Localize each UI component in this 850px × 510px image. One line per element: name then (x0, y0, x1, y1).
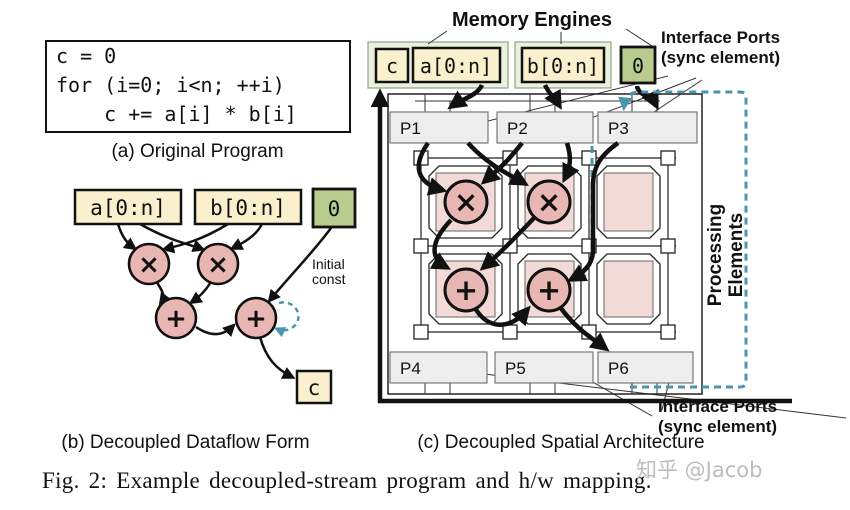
port-p4 (389, 351, 488, 384)
arrow-p3-to-add2 (567, 141, 620, 282)
mapped-dataflow-arrows (416, 83, 659, 352)
add1-op: + (165, 304, 187, 334)
add2-op: + (245, 304, 267, 334)
mem-zero-label: 0 (632, 54, 644, 78)
interface-ports-label-top: Interface Ports (sync element) (661, 28, 780, 68)
edge-b-to-mul1 (161, 222, 229, 254)
const-zero-label: 0 (328, 197, 341, 221)
edge-mul2-to-add1 (188, 281, 213, 305)
port-p6-label: P6 (608, 359, 629, 378)
pe-add2-op: + (537, 273, 561, 307)
arrow-b-to-p2 (542, 84, 562, 110)
stream-b-node (193, 188, 303, 226)
memory-engines-title: Memory Engines (452, 9, 613, 31)
pe-mul2-op: × (537, 185, 561, 219)
port-p5-label: P5 (505, 359, 526, 378)
edge-a-to-mul1 (116, 223, 138, 251)
arrow-add2-to-p6 (558, 305, 610, 352)
output-c-node (295, 369, 333, 405)
interface-ports-label-bottom: Interface Ports (sync element) (658, 397, 777, 437)
edge-b-to-mul2 (229, 223, 264, 250)
port-p4-label: P4 (400, 359, 421, 378)
port-p3-label: P3 (608, 119, 629, 138)
port-p2-label: P2 (507, 119, 528, 138)
pe-tile (596, 253, 661, 325)
arrow-add1-to-add2 (473, 305, 531, 327)
dataflow-graph: a[0:n] b[0:n] 0 × × + + c (73, 187, 357, 405)
arrow-a-to-p1 (447, 83, 485, 110)
edge-add1-to-add2 (195, 323, 236, 338)
pe-tile (596, 165, 661, 239)
mul2-node (196, 242, 240, 286)
label-line: (sync element) (661, 48, 781, 67)
annotation-line: Initial (312, 256, 345, 272)
figure-caption: Fig. 2: Example decoupled-stream program… (42, 468, 652, 493)
processing-elements-label: Processing Elements (705, 175, 749, 335)
output-c-label: c (308, 376, 321, 400)
add2-node (234, 296, 278, 340)
edge-zero-to-add2 (267, 227, 333, 304)
arrow-p1-to-mul1 (416, 141, 448, 196)
pe-mul2 (526, 179, 572, 225)
code-line: c = 0 (56, 44, 117, 68)
port-p3 (597, 111, 698, 144)
label-line: Interface Ports (661, 28, 781, 47)
edge-mul1-to-add1 (156, 280, 163, 303)
interface-ports: P1 P2 P3 P4 P5 P6 (389, 111, 698, 384)
pe-mul1-op: × (454, 185, 478, 219)
edge-add2-to-c (258, 336, 296, 379)
label-line: Elements (726, 212, 747, 298)
arrow-zero-to-p3 (634, 85, 659, 111)
mem-a-label: a[0:n] (420, 54, 492, 78)
pe-add1-op: + (454, 273, 478, 307)
sync-dashed-loop-arrow (618, 90, 748, 389)
self-loop-dashed-arrow (273, 301, 300, 338)
arrow-p2-to-mul2 (562, 142, 580, 184)
arrow-mul2-to-add1 (479, 216, 536, 271)
port-p1-label: P1 (400, 119, 421, 138)
pe-mul1 (443, 179, 489, 225)
add1-node (154, 296, 198, 340)
edge-a-to-mul2 (139, 222, 206, 253)
port-p5 (494, 351, 594, 384)
mul2-op: × (207, 250, 229, 280)
result-return-bus-arrow (370, 88, 792, 404)
code-line: c += a[i] * b[i] (56, 102, 297, 126)
port-p6 (597, 351, 694, 384)
mem-b-box (520, 46, 606, 84)
initial-const-annotation: Initial const (312, 257, 345, 287)
mem-zero-box (619, 45, 657, 85)
mem-b-label: b[0:n] (527, 54, 599, 78)
stream-b-label: b[0:n] (210, 196, 286, 220)
mul1-node (127, 242, 171, 286)
arrow-p2-to-mul1 (480, 141, 524, 185)
mem-c-box (374, 47, 410, 84)
arrow-mul1-to-add1 (429, 218, 453, 270)
const-zero-node (311, 187, 357, 229)
port-p1 (389, 111, 489, 144)
stream-a-label: a[0:n] (90, 196, 166, 220)
code-line: for (i=0; i<n; ++i) (56, 73, 285, 97)
annotation-line: const (312, 271, 346, 287)
spatial-architecture: P1 P2 P3 P4 P5 P6 c a[0:n] b[0:n] (367, 28, 847, 419)
watermark: 知乎 @Jacob (636, 458, 763, 482)
stream-a-node (73, 188, 183, 226)
caption-a: (a) Original Program (111, 141, 284, 162)
pe-add1 (443, 267, 489, 313)
label-line: (sync element) (658, 417, 778, 436)
caption-c: (c) Decoupled Spatial Architecture (417, 432, 705, 453)
label-line: Interface Ports (658, 397, 778, 416)
mul1-op: × (138, 250, 160, 280)
pe-add2 (526, 267, 572, 313)
mem-a-box (411, 46, 502, 84)
port-p2 (496, 111, 594, 144)
original-program-code: c = 0 for (i=0; i<n; ++i) c += a[i] * b[… (45, 40, 351, 133)
label-line: Processing (705, 203, 726, 307)
caption-b: (b) Decoupled Dataflow Form (61, 432, 310, 453)
mem-c-label: c (386, 54, 398, 78)
